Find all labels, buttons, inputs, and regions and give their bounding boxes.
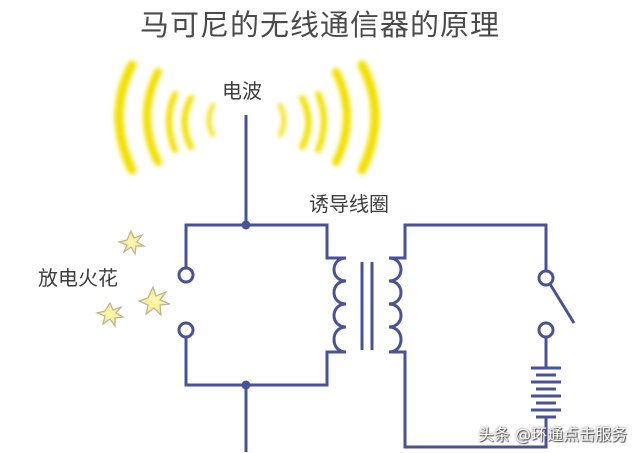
circuit-wires bbox=[184, 115, 576, 452]
spark-discharge-label: 放电火花 bbox=[38, 266, 118, 290]
radio-wave-label: 电波 bbox=[222, 79, 262, 103]
junction-dots bbox=[241, 220, 251, 390]
battery-icon bbox=[531, 366, 561, 425]
diagram-title: 马可尼的无线通信器的原理 bbox=[139, 8, 500, 42]
radio-wave-right-icon bbox=[278, 60, 380, 175]
switch-icon bbox=[537, 269, 555, 339]
spark-gap-terminals bbox=[177, 266, 195, 339]
radio-wave-left-icon bbox=[114, 60, 215, 175]
induction-coil-label: 诱导线圈 bbox=[309, 192, 389, 216]
watermark: 头条 @环通点击服务 bbox=[478, 425, 628, 444]
spark-icon bbox=[94, 229, 171, 328]
